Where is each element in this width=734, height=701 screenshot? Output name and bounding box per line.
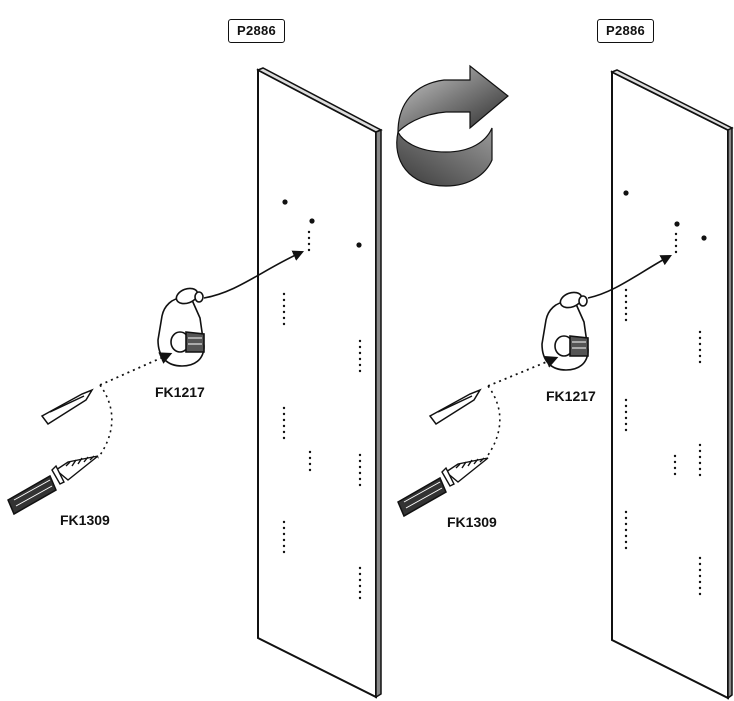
panel-right bbox=[610, 69, 734, 700]
screwdriver-tip-left bbox=[40, 388, 94, 426]
clip-left-label: FK1217 bbox=[155, 384, 205, 400]
panel-left-part-tag: P2886 bbox=[228, 19, 286, 43]
screw-icon-left bbox=[51, 455, 99, 485]
hinge-clip-left bbox=[157, 287, 205, 367]
screw-path-dotted-left bbox=[99, 352, 173, 386]
screwdriver-tip-right bbox=[428, 388, 482, 426]
screw-right-label: FK1309 bbox=[447, 514, 497, 530]
screw-swap-dotted-left bbox=[97, 384, 113, 459]
screw-path-dotted-right bbox=[487, 356, 559, 387]
panel-right-holes bbox=[623, 190, 707, 596]
curved-arrow-flip-icon bbox=[396, 64, 509, 187]
clip-right-label: FK1217 bbox=[546, 388, 596, 404]
hinge-clip-right bbox=[541, 291, 589, 371]
screw-left-label: FK1309 bbox=[60, 512, 110, 528]
panel-left-holes bbox=[282, 199, 362, 600]
screwdriver-icon-right bbox=[397, 476, 447, 518]
panel-right-part-tag: P2886 bbox=[597, 19, 655, 43]
screw-swap-dotted-right bbox=[485, 385, 501, 459]
clip-to-panel-arrow-left bbox=[203, 250, 305, 299]
screwdriver-icon-left bbox=[7, 474, 57, 516]
panel-left bbox=[256, 67, 383, 699]
screw-icon-right bbox=[441, 457, 489, 487]
clip-to-panel-arrow-right bbox=[587, 254, 672, 299]
